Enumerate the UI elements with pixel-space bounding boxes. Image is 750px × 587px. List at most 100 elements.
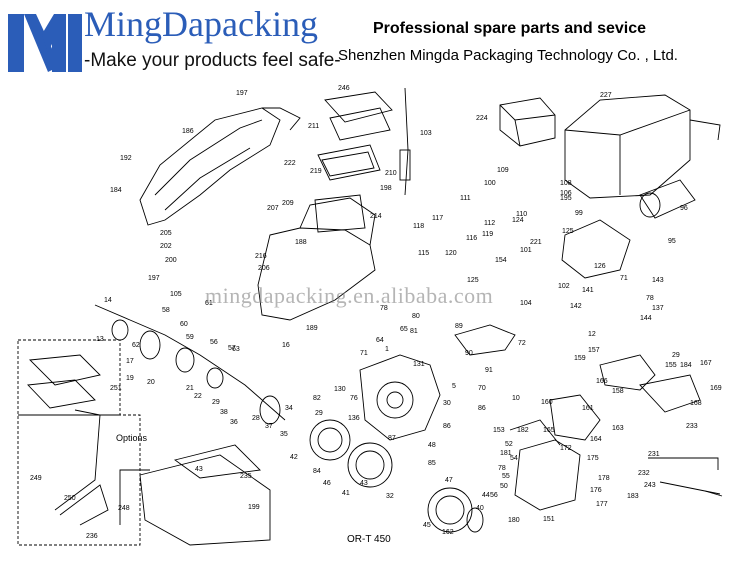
part-number-label: 235 <box>240 473 252 480</box>
part-number-label: 105 <box>170 291 182 298</box>
part-number-label: 246 <box>338 85 350 92</box>
part-number-label: 249 <box>30 475 42 482</box>
part-number-label: 62 <box>132 342 140 349</box>
part-number-label: 87 <box>388 435 396 442</box>
part-number-label: 90 <box>465 350 473 357</box>
part-number-label: 176 <box>590 487 602 494</box>
part-number-label: 29 <box>212 399 220 406</box>
part-number-label: 102 <box>558 283 570 290</box>
part-number-label: 48 <box>428 442 436 449</box>
part-number-label: 50 <box>500 483 508 490</box>
part-number-label: 17 <box>126 358 134 365</box>
part-number-label: 206 <box>258 265 270 272</box>
part-number-label: 46 <box>323 480 331 487</box>
part-number-label: 45 <box>423 522 431 529</box>
part-number-label: 209 <box>282 200 294 207</box>
part-number-label: 65 <box>400 326 408 333</box>
part-number-label: 96 <box>680 205 688 212</box>
part-number-label: 158 <box>612 388 624 395</box>
part-number-label: 177 <box>596 501 608 508</box>
part-number-label: 100 <box>484 180 496 187</box>
part-number-label: 243 <box>644 482 656 489</box>
part-number-label: 232 <box>638 470 650 477</box>
part-number-label: 104 <box>520 300 532 307</box>
part-number-label: 236 <box>86 533 98 540</box>
company-name: Shenzhen Mingda Packaging Technology Co.… <box>338 47 678 64</box>
part-number-label: 188 <box>295 239 307 246</box>
part-number-label: 231 <box>648 451 660 458</box>
part-number-label: 56 <box>210 339 218 346</box>
part-number-label: 76 <box>350 395 358 402</box>
header-title: Professional spare parts and sevice <box>373 20 647 37</box>
part-number-label: 91 <box>485 367 493 374</box>
part-number-label: 60 <box>180 321 188 328</box>
part-number-label: 47 <box>445 477 453 484</box>
part-number-label: 137 <box>652 305 664 312</box>
part-number-label: 37 <box>265 423 273 430</box>
part-number-label: 78 <box>380 305 388 312</box>
part-number-label: 175 <box>587 455 599 462</box>
part-number-label: 166 <box>596 378 608 385</box>
part-number-label: 115 <box>418 250 429 257</box>
part-number-label: 165 <box>543 427 555 434</box>
part-number-label: 86 <box>478 405 486 412</box>
part-number-label: 34 <box>285 405 293 412</box>
part-number-label: 71 <box>620 275 628 282</box>
part-number-label: 81 <box>410 328 418 335</box>
brand-logo <box>6 6 84 76</box>
part-number-label: 214 <box>370 213 382 220</box>
part-number-label: 86 <box>443 423 451 430</box>
part-number-label: 172 <box>560 445 572 452</box>
part-number-label: 28 <box>252 415 260 422</box>
part-number-label: 167 <box>700 360 712 367</box>
part-number-label: 78 <box>646 295 654 302</box>
part-number-label: 111 <box>460 195 471 202</box>
brand-tagline: -Make your products feel safe- <box>84 50 341 71</box>
part-number-label: 40 <box>476 505 484 512</box>
part-number-label: 72 <box>518 340 526 347</box>
part-number-label: 141 <box>582 287 594 294</box>
part-number-label: 151 <box>543 516 555 523</box>
exploded-parts-diagram: 197 186 192 184 222 219 209 207 205 202 … <box>17 85 723 546</box>
part-number-label: 44 <box>482 492 490 499</box>
part-number-label: 43 <box>195 466 203 473</box>
part-number-label: 95 <box>668 238 676 245</box>
part-number-label: 5 <box>452 383 456 390</box>
part-number-label: 197 <box>236 90 248 97</box>
part-number-label: 103 <box>420 130 432 137</box>
part-number-label: 30 <box>443 400 451 407</box>
part-number-label: 211 <box>308 123 319 130</box>
part-number-label: 63 <box>232 346 240 353</box>
part-number-label: 29 <box>672 352 680 359</box>
part-number-label: 251 <box>110 385 122 392</box>
part-number-label: 125 <box>562 228 574 235</box>
part-number-label: 233 <box>686 423 698 430</box>
part-number-label: 61 <box>205 300 213 307</box>
options-label: Options <box>116 433 148 443</box>
part-number-label: 186 <box>182 128 194 135</box>
part-number-label: 99 <box>575 210 583 217</box>
part-number-label: 168 <box>690 400 702 407</box>
part-number-label: 125 <box>467 277 479 284</box>
part-number-label: 210 <box>385 170 397 177</box>
part-number-label: 227 <box>600 92 612 99</box>
part-number-label: 200 <box>165 257 177 264</box>
part-number-label: 160 <box>541 399 553 406</box>
part-number-label: 19 <box>126 375 134 382</box>
part-number-label: 219 <box>310 168 322 175</box>
part-number-label: 164 <box>590 436 602 443</box>
part-number-label: 110 <box>516 211 527 218</box>
part-number-label: 117 <box>432 215 443 222</box>
part-number-label: 192 <box>120 155 132 162</box>
part-number-label: 29 <box>315 410 323 417</box>
part-number-label: 189 <box>306 325 318 332</box>
part-number-label: 159 <box>574 355 586 362</box>
part-number-label: 248 <box>118 505 130 512</box>
part-number-label: 101 <box>520 247 532 254</box>
part-number-label: 202 <box>160 243 172 250</box>
part-labels: 197 186 192 184 222 219 209 207 205 202 … <box>30 85 722 540</box>
part-number-label: 58 <box>162 307 170 314</box>
part-number-label: 155 <box>665 362 677 369</box>
part-number-label: 70 <box>478 385 486 392</box>
part-number-label: 12 <box>588 331 596 338</box>
